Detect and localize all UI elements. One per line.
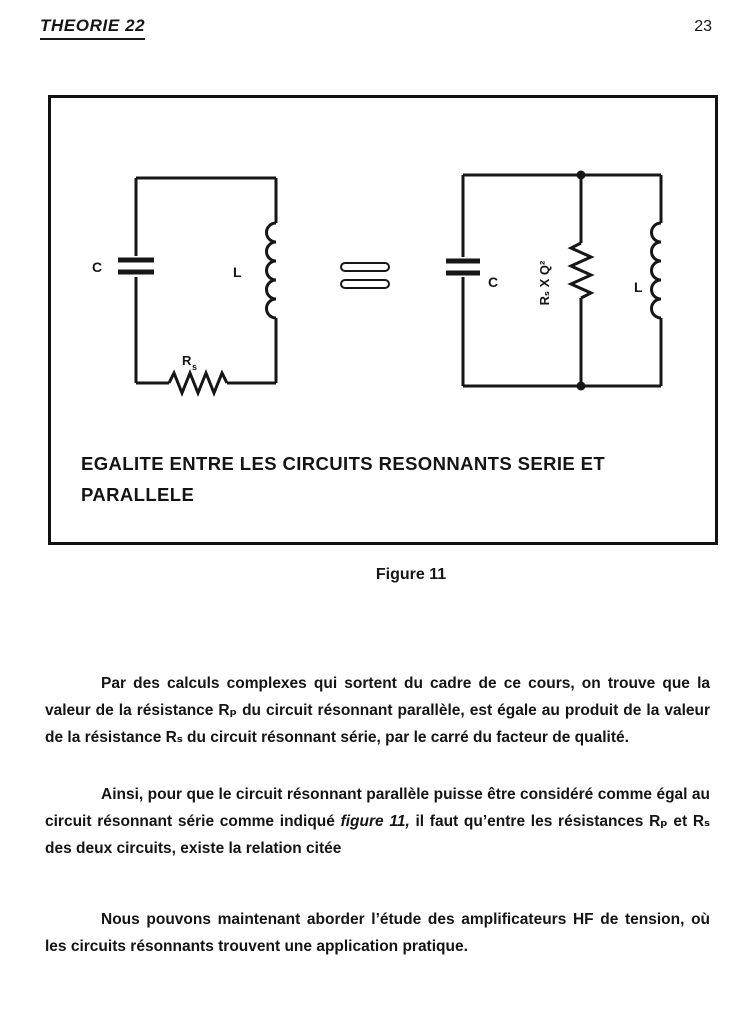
inductor-label: L: [233, 264, 242, 280]
paragraph-2-before: Ainsi, pour que le circuit résonnant par…: [45, 786, 710, 830]
equals-bar-bottom: [340, 279, 390, 289]
capacitor-icon: [118, 257, 154, 275]
figure-box: C L R s: [48, 95, 718, 545]
resistor-label: R: [182, 353, 192, 368]
paragraph-2-after: il faut qu’entre les résistances Rₚ et R…: [45, 813, 710, 857]
resistor-label-subscript: s: [192, 362, 197, 372]
paragraph-2-figure-ref: figure 11,: [340, 813, 410, 830]
body-text: Par des calculs complexes qui sortent du…: [45, 670, 710, 960]
paragraph-1: Par des calculs complexes qui sortent du…: [45, 675, 710, 746]
junction-dot-bottom: [576, 381, 586, 391]
inductor-icon: [650, 221, 662, 320]
paragraph-2: Ainsi, pour que le circuit résonnant par…: [45, 781, 710, 862]
series-circuit-wires: [118, 176, 278, 398]
resistor-icon: [167, 368, 229, 398]
capacitor-icon: [446, 258, 480, 276]
page-number: 23: [694, 18, 712, 35]
parallel-circuit-wires: [446, 173, 663, 388]
equals-bar-top: [340, 262, 390, 272]
resistor-icon: [567, 241, 595, 300]
paragraph-3: Nous pouvons maintenant aborder l’étude …: [45, 911, 710, 955]
inductor-label: L: [634, 279, 643, 295]
series-circuit-diagram: C L R s: [92, 176, 278, 398]
junction-dot-top: [576, 170, 586, 180]
figure-number-label: Figure 11: [375, 566, 447, 583]
parallel-circuit-diagram: C L Rₛ X Q²: [446, 170, 663, 391]
capacitor-label: C: [92, 259, 102, 275]
chapter-title: THEORIE 22: [40, 16, 146, 40]
capacitor-label: C: [488, 274, 498, 290]
figure-caption: EGALITE ENTRE LES CIRCUITS RESONNANTS SE…: [81, 453, 606, 505]
inductor-icon: [265, 221, 277, 320]
resistor-label: Rₛ X Q²: [537, 260, 552, 305]
equals-sign: [340, 262, 390, 289]
